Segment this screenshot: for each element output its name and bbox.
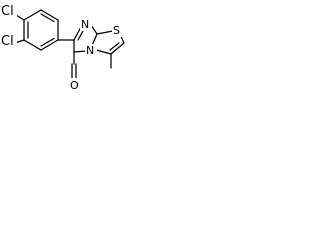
- thiazole-bond-c3-nbridge: [95, 49, 112, 55]
- label-bg-cl-top: [0, 3, 17, 19]
- bond-lines: [14, 9, 125, 79]
- aryl-double-bond-inner-3: [40, 37, 55, 47]
- n-bridge-label: N: [86, 44, 94, 57]
- label-bg-n-bridge: [85, 44, 97, 57]
- label-bg-n-ring: [80, 18, 92, 31]
- aryl-bond-c4-c5: [23, 39, 42, 51]
- aryl-double-bond-inner-1: [40, 13, 55, 23]
- n-ring-label: N: [81, 18, 89, 31]
- label-bg-cl-left: [0, 33, 17, 49]
- chemical-structure-diagram: Cl Cl N N S O: [0, 3, 125, 92]
- thiazole-bond-c2-c3: [110, 42, 125, 55]
- aryl-bond-c2-c3: [23, 9, 42, 21]
- aryl-bond-c5-c6: [40, 39, 59, 51]
- cl-left-label: Cl: [1, 34, 14, 49]
- s-ring-label: S: [113, 24, 120, 37]
- chloro-bond-top: [15, 14, 25, 21]
- o-aldehyde-label: O: [70, 79, 79, 92]
- label-bg-o: [69, 78, 81, 91]
- label-bg-s-ring: [112, 24, 122, 37]
- atom-labels: Cl Cl N N S O: [0, 3, 122, 92]
- imidazole-bond-nbridge-c5: [73, 50, 87, 53]
- aryl-bond-c1-c2: [40, 9, 59, 21]
- imidazole-double-bond-c6-n-inner: [77, 30, 84, 41]
- imidazole-bond-c6-n: [73, 26, 82, 41]
- cl-top-label: Cl: [1, 4, 14, 19]
- thiazole-double-bond-c2-c3-inner: [109, 42, 120, 51]
- thiazole-bond-c7a-s: [96, 30, 114, 35]
